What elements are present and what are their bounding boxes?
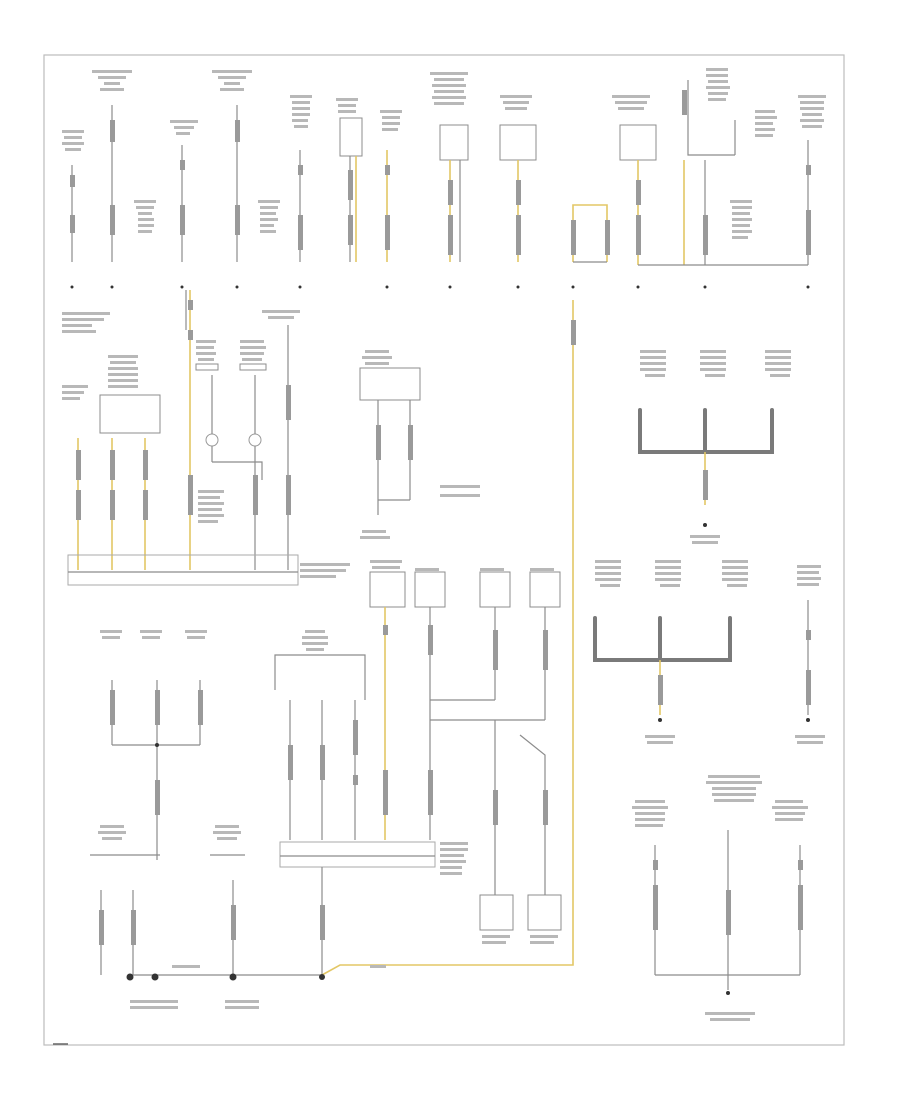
middle-left-components — [62, 290, 350, 586]
module-9 — [499, 95, 537, 262]
module-7 — [380, 110, 402, 262]
top-row-components — [62, 68, 826, 289]
module-12 — [682, 68, 777, 265]
bottom-left-components — [90, 630, 386, 1009]
loop-10 — [571, 204, 610, 263]
module-6 — [336, 98, 363, 262]
right-side-components — [593, 350, 825, 1021]
middle-center-components — [274, 300, 576, 976]
module-11 — [612, 95, 657, 265]
sensor-5 — [290, 95, 312, 262]
module-13 — [638, 95, 826, 266]
sensor-4 — [212, 70, 280, 262]
sensor-2 — [92, 70, 156, 262]
sensor-3 — [170, 120, 198, 262]
module-8 — [430, 72, 469, 262]
sensor-1 — [62, 130, 84, 262]
diagram-frame — [43, 54, 845, 1046]
